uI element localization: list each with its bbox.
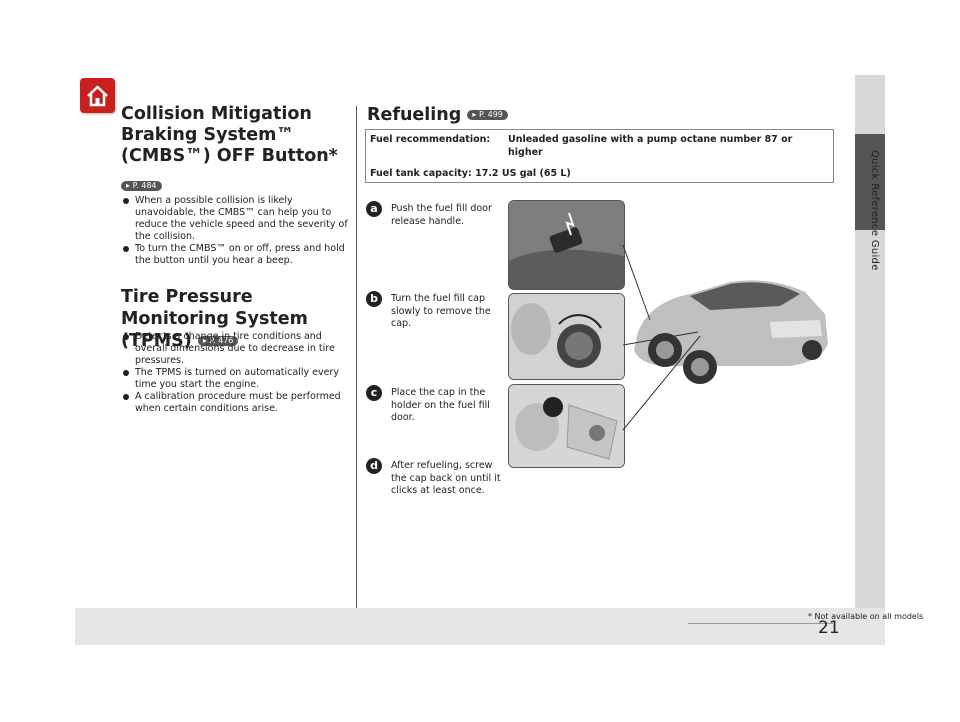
step-number: a	[366, 201, 382, 217]
fuel-info-box: Fuel recommendation: Unleaded gasoline w…	[365, 129, 834, 183]
leader-lines	[622, 244, 701, 431]
step-text: Place the cap in the holder on the fuel …	[391, 387, 490, 423]
fuel-cap-holder-photo	[508, 384, 625, 468]
tpms-title-text: Tire Pressure Monitoring System (TPMS)	[121, 287, 308, 351]
cmbs-title: Collision Mitigation Braking System™ (CM…	[121, 104, 338, 166]
bullet-icon	[123, 370, 129, 376]
refueling-page-ref: P. 499	[478, 110, 503, 119]
list-item: A calibration procedure must be performe…	[121, 391, 351, 415]
bullet-icon	[123, 246, 129, 252]
cmbs-bullet-list: When a possible collision is likely unav…	[121, 195, 351, 267]
bullet-text: When a possible collision is likely unav…	[135, 195, 348, 242]
side-tab[interactable]	[855, 75, 885, 608]
side-tab-highlight	[855, 134, 885, 230]
bullet-text: Detects a change in tire conditions and …	[135, 331, 335, 366]
side-tab-label: Quick Reference Guide	[869, 150, 880, 271]
list-item: Detects a change in tire conditions and …	[121, 331, 351, 367]
cmbs-page-ref: P. 484	[132, 180, 157, 190]
vehicle-illustration	[620, 262, 835, 397]
bullet-icon	[123, 198, 129, 204]
footer-rule	[688, 623, 833, 624]
fuel-recommendation-label: Fuel recommendation:	[370, 134, 491, 145]
home-icon[interactable]	[80, 78, 115, 113]
step-text: After refueling, screw the cap back on u…	[391, 460, 501, 496]
page-number: 21	[818, 618, 840, 638]
step-number: b	[366, 291, 382, 307]
list-item: The TPMS is turned on automatically ever…	[121, 367, 351, 391]
bullet-icon	[123, 334, 129, 340]
list-item: To turn the CMBS™ on or off, press and h…	[121, 243, 351, 267]
tpms-page-ref-link[interactable]: ▸ P. 476	[197, 336, 239, 346]
tpms-title: Tire Pressure Monitoring System (TPMS) ▸…	[121, 286, 361, 352]
step-number: d	[366, 458, 382, 474]
cmbs-page-ref-link[interactable]: ▸ P. 484	[121, 180, 162, 191]
column-divider	[356, 106, 357, 608]
step-text: Turn the fuel fill cap slowly to remove …	[391, 293, 491, 329]
tpms-page-ref: P. 476	[209, 336, 234, 345]
refueling-page-ref-link[interactable]: ▸ P. 499	[467, 110, 508, 120]
fuel-door-release-photo	[508, 200, 625, 290]
bullet-icon	[123, 394, 129, 400]
bullet-text: To turn the CMBS™ on or off, press and h…	[135, 243, 345, 266]
footer-note: * Not available on all models	[808, 612, 924, 621]
refueling-title: Refueling ▸ P. 499	[367, 104, 508, 126]
bullet-text: A calibration procedure must be performe…	[135, 391, 341, 414]
fuel-tank-capacity: Fuel tank capacity: 17.2 US gal (65 L)	[370, 168, 571, 179]
step-text: Push the fuel fill door release handle.	[391, 203, 492, 227]
tpms-bullet-list: Detects a change in tire conditions and …	[121, 331, 351, 415]
fuel-cap-removal-photo	[508, 293, 625, 380]
step-number: c	[366, 385, 382, 401]
fuel-recommendation-value: Unleaded gasoline with a pump octane num…	[508, 134, 793, 158]
refueling-title-text: Refueling	[367, 105, 462, 125]
list-item: When a possible collision is likely unav…	[121, 195, 351, 243]
bullet-text: The TPMS is turned on automatically ever…	[135, 367, 339, 390]
